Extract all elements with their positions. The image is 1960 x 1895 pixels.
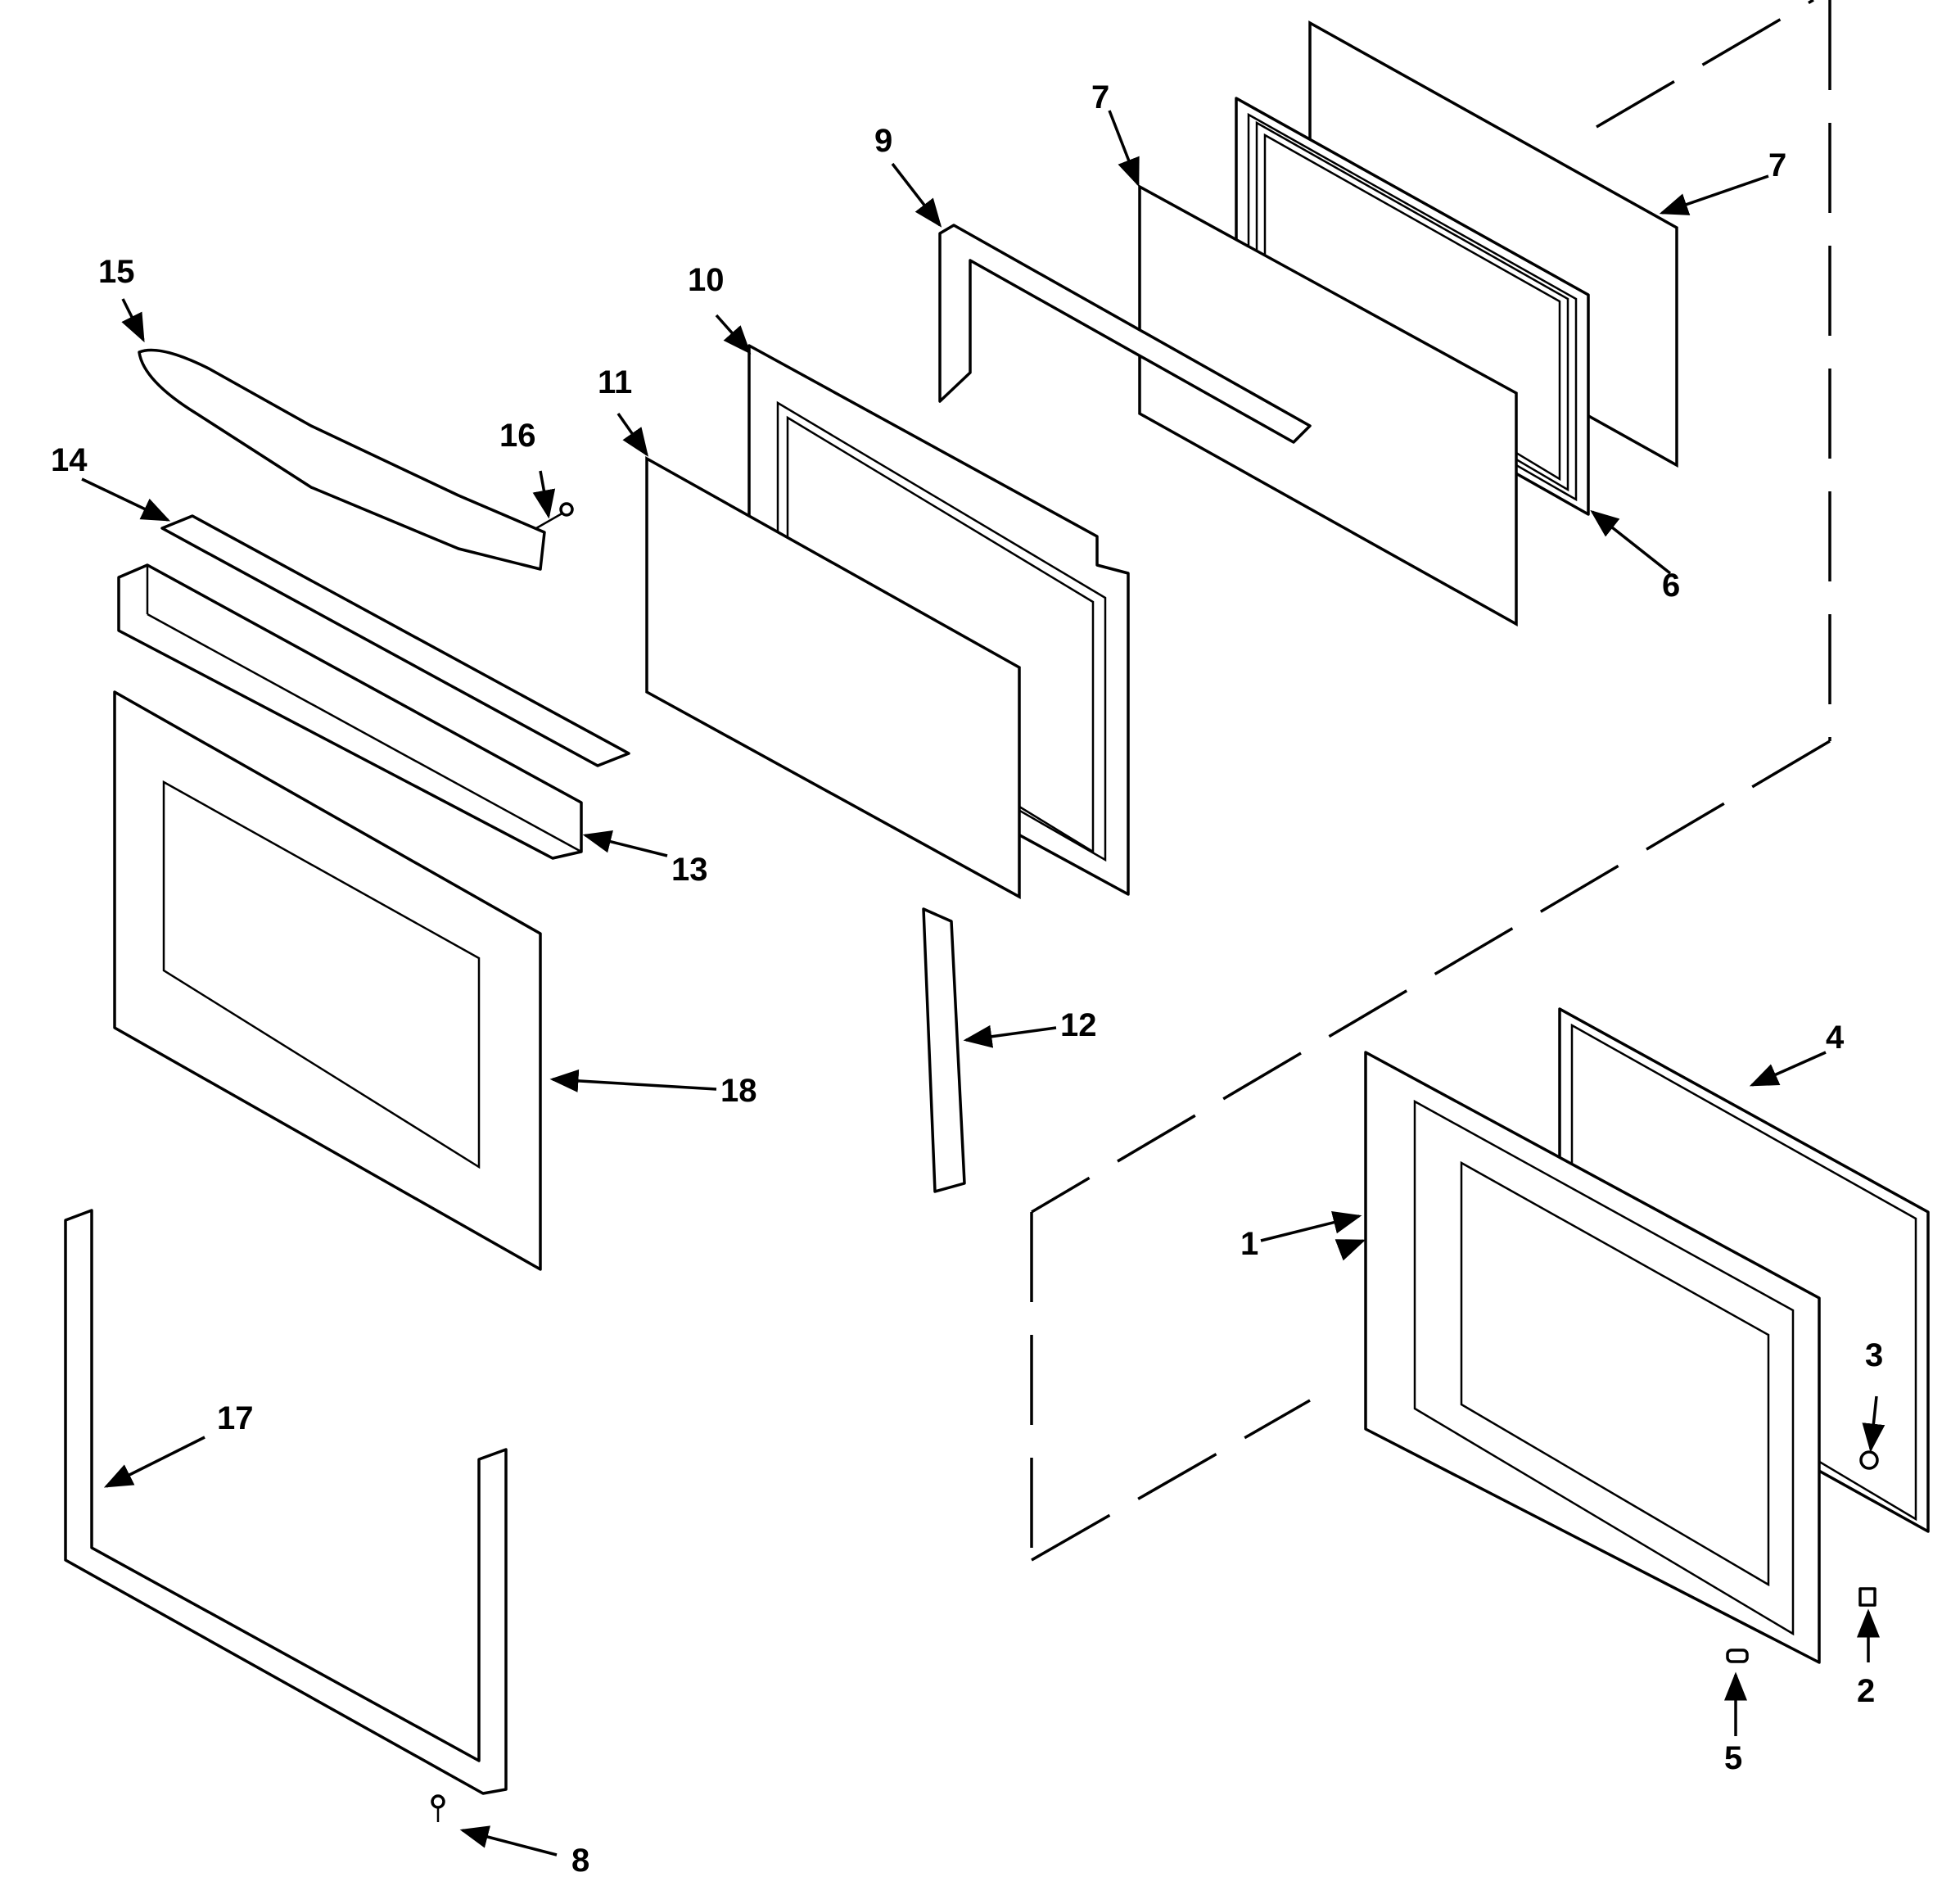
callout-7-inner: 7 [1091, 79, 1109, 115]
part-9-glass-retainer [938, 224, 1312, 444]
callout-12: 12 [1060, 1007, 1097, 1043]
callout-16: 16 [499, 418, 536, 454]
part-15-handle [138, 348, 546, 571]
callout-3: 3 [1865, 1337, 1883, 1373]
assembly-boundary [1030, 0, 1831, 1562]
part-13-vent-trim [117, 563, 583, 860]
callout-labels: 1 2 3 4 5 6 7 7 8 9 10 11 12 13 14 15 16… [51, 79, 1883, 1879]
callout-4: 4 [1826, 1020, 1845, 1056]
part-17-lower-frame [64, 1209, 508, 1795]
callout-8: 8 [571, 1843, 589, 1879]
part-2-fastener [1858, 1587, 1876, 1607]
callout-13: 13 [671, 852, 708, 888]
part-16-screw [535, 502, 574, 530]
part-12-side-trim [922, 907, 966, 1193]
part-5-fastener [1726, 1649, 1749, 1663]
callout-5: 5 [1724, 1740, 1742, 1776]
part-14-bracket-strip [160, 514, 630, 767]
part-18-outer-door-panel [113, 690, 542, 1271]
callout-9: 9 [874, 123, 892, 159]
callout-10: 10 [688, 262, 725, 298]
callout-2: 2 [1857, 1673, 1875, 1709]
part-11-door-glass [645, 456, 1021, 899]
callout-1: 1 [1240, 1226, 1258, 1262]
callout-15: 15 [98, 254, 135, 290]
part-1-inner-door-liner [1364, 1051, 1821, 1664]
callout-18: 18 [720, 1073, 757, 1109]
callout-14: 14 [51, 442, 88, 478]
callout-6: 6 [1662, 568, 1680, 604]
part-3-fastener [1859, 1450, 1879, 1470]
callout-11: 11 [598, 364, 632, 400]
callout-17: 17 [217, 1400, 254, 1436]
leader-lines [81, 110, 1885, 1857]
part-8-screw [431, 1794, 445, 1822]
callout-7-rear: 7 [1768, 147, 1786, 183]
